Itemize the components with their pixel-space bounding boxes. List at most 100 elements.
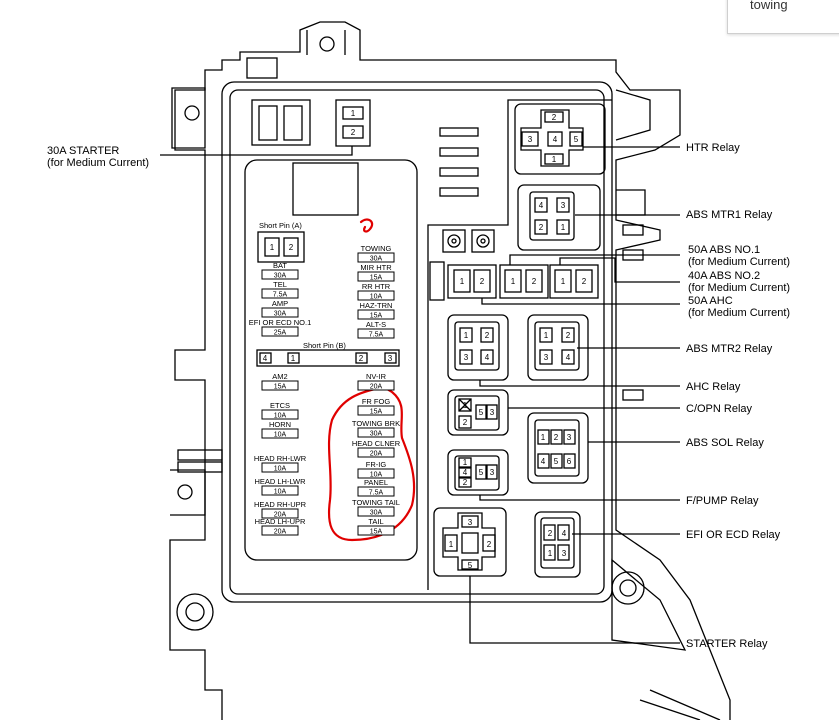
- callout-abs-no2: 40A ABS NO.2: [688, 270, 760, 282]
- f-pump-relay: [447, 449, 509, 496]
- callout-starter-30a-sub: (for Medium Current): [47, 157, 149, 169]
- fuse-box: [261, 409, 299, 420]
- fuse-name: AM2: [272, 372, 287, 381]
- short-pin-b-label: Short Pin (B): [303, 341, 346, 350]
- fuse-name: HORN: [269, 420, 291, 429]
- fuse-name: TEL: [273, 280, 287, 289]
- abs-mtr1-relay: [517, 184, 601, 251]
- callout-c-opn-relay: C/OPN Relay: [686, 403, 753, 415]
- pin: 4: [263, 354, 268, 363]
- fuse-box: [261, 428, 299, 439]
- pin: 1: [460, 277, 465, 286]
- fuse-rating: 7.5A: [369, 332, 384, 339]
- fuse-block: [244, 159, 418, 561]
- fuse-fuses_right-4: ALT-S 7.5A: [357, 320, 395, 339]
- fuse-name: TOWING TAIL: [352, 498, 400, 507]
- fuse-rating: 20A: [370, 384, 383, 391]
- fuse-rating: 15A: [370, 313, 383, 320]
- callout-abs-mtr2-relay: ABS MTR2 Relay: [686, 343, 773, 355]
- pin: 1: [291, 354, 296, 363]
- fuse-rating: 30A: [370, 256, 383, 263]
- fuse-fuses_left-6: HORN 10A: [261, 420, 299, 439]
- fuse-rating: 10A: [274, 432, 287, 439]
- pin: 2: [566, 331, 571, 340]
- pin: 2: [289, 243, 294, 252]
- fuse-box: [357, 290, 395, 301]
- fuse-rating: 15A: [370, 409, 383, 416]
- pin: 3: [388, 354, 393, 363]
- fuse-name: ALT-S: [366, 320, 386, 329]
- fuse-box: [261, 525, 299, 536]
- inner-panel: [221, 81, 613, 603]
- fuse-rating: 20A: [370, 451, 383, 458]
- fuse-box: [261, 269, 299, 280]
- pin: 2: [554, 433, 559, 442]
- fuse-box: [357, 405, 395, 416]
- fuse-box: [357, 252, 395, 263]
- fuse-box: [261, 326, 299, 337]
- pin: 1: [270, 243, 275, 252]
- pin: 2: [532, 277, 537, 286]
- fuse-name: HEAD CLNER: [352, 439, 401, 448]
- fuse-box: [357, 309, 395, 320]
- fuse-rating: 20A: [274, 529, 287, 536]
- callout-abs-no2-sub: (for Medium Current): [688, 282, 790, 294]
- fuse-name: MIR HTR: [360, 263, 392, 272]
- pin: 1: [541, 433, 546, 442]
- fuse-rating: 10A: [370, 472, 383, 479]
- fuse-box: [357, 427, 395, 438]
- starter-fuse-30a: [335, 99, 371, 147]
- pin: 2: [552, 113, 557, 122]
- pin: 1: [464, 331, 469, 340]
- fuse-name: ETCS: [270, 401, 290, 410]
- callout-abs-no1-sub: (for Medium Current): [688, 256, 790, 268]
- pin: 2: [485, 331, 490, 340]
- pin: 4: [463, 468, 468, 477]
- callout-starter-30a: 30A STARTER: [47, 145, 119, 157]
- fuse-rating: 20A: [274, 512, 287, 519]
- callout-abs-sol-relay: ABS SOL Relay: [686, 437, 764, 449]
- fuse-fuses_right-8: HEAD CLNER 20A: [352, 439, 401, 458]
- fuse-fuses_right-0: TOWING 30A: [357, 244, 395, 263]
- search-suggestion-popup[interactable]: towing: [727, 0, 839, 34]
- fuse-name: HEAD LH-UPR: [255, 517, 306, 526]
- fuse-name: TOWING BRK: [352, 419, 400, 428]
- pin: 3: [561, 201, 566, 210]
- fuse-box: [357, 486, 395, 497]
- pin: 1: [463, 458, 468, 467]
- pin: 1: [463, 401, 468, 410]
- fuse-box: [357, 525, 395, 536]
- fuse-fuses_left-10: HEAD LH-UPR 20A: [255, 517, 306, 536]
- fuse-rating: 25A: [274, 330, 287, 337]
- pin: 3: [490, 408, 495, 417]
- pin: 1: [351, 109, 356, 118]
- fuse-box: [261, 288, 299, 299]
- pin: 1: [552, 155, 557, 164]
- fuse-name: FR FOG: [362, 397, 390, 406]
- fuse-name: EFI OR ECD NO.1: [249, 318, 312, 327]
- callout-htr-relay: HTR Relay: [686, 142, 740, 154]
- pin: 4: [485, 353, 490, 362]
- fuse-name: TAIL: [368, 517, 383, 526]
- fuse-rating: 15A: [274, 384, 287, 391]
- fuse-box: [261, 508, 299, 519]
- pin: 4: [539, 201, 544, 210]
- pin: 2: [539, 223, 544, 232]
- pin: 5: [479, 468, 484, 477]
- fuse-name: HEAD RH-LWR: [254, 454, 307, 463]
- callout-ahc-relay: AHC Relay: [686, 381, 741, 393]
- callout-abs-mtr1-relay: ABS MTR1 Relay: [686, 209, 773, 221]
- callout-ahc-50a-sub: (for Medium Current): [688, 307, 790, 319]
- fuse-fuses_right-6: FR FOG 15A: [357, 397, 395, 416]
- fuse-name: TOWING: [361, 244, 392, 253]
